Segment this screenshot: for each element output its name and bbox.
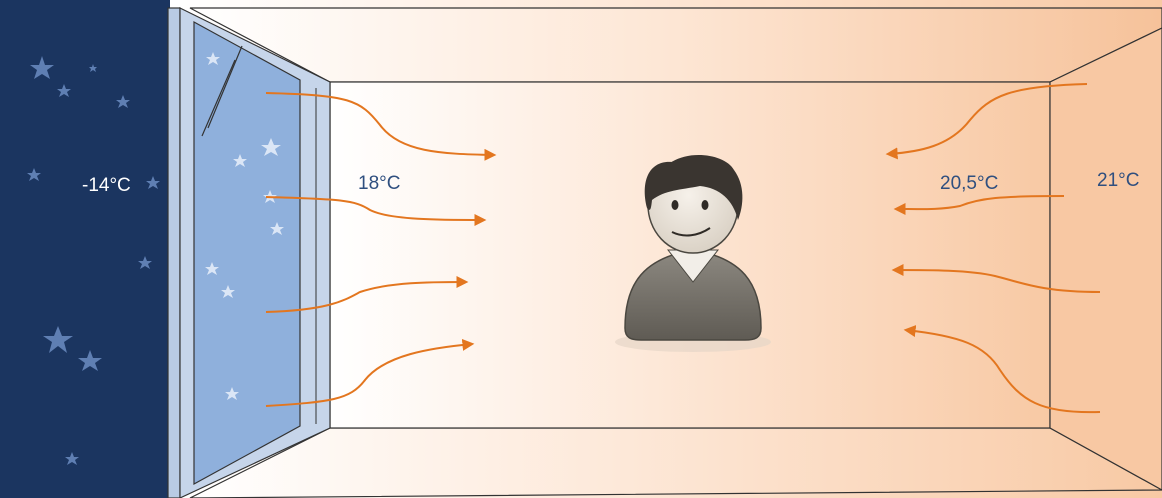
night-sky [0,0,170,498]
window-glass [194,22,300,484]
room-air-temperature-label: 20,5°C [940,173,998,195]
wall-surface-temperature-label: 21°C [1097,170,1139,192]
ceiling [190,8,1162,82]
outside-temperature-label: -14°C [82,175,131,197]
window-frame-outer [168,8,180,498]
floor [190,428,1162,498]
right-side-wall [1050,28,1162,490]
window-surface-temperature-label: 18°C [358,173,400,195]
